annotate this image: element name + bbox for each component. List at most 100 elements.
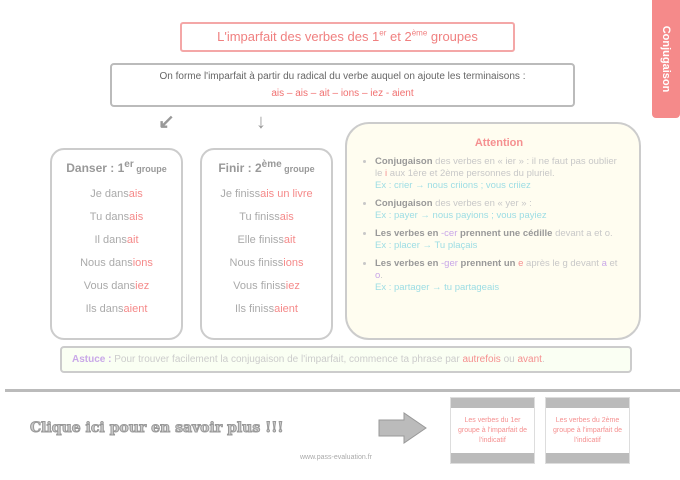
s: -cer [441, 228, 458, 239]
stem: Je finiss [220, 188, 261, 200]
example: Ex : crier → nous criions ; vous criiez [375, 180, 531, 191]
s: er [124, 159, 134, 170]
example: Ex : placer → Tu plaçais [375, 240, 478, 251]
stem: Tu finiss [239, 211, 280, 223]
t4: ème [411, 28, 428, 38]
divider [5, 389, 680, 392]
stem: Elle finiss [237, 234, 284, 246]
s: . [380, 270, 383, 281]
astuce-word: autrefois [462, 354, 501, 365]
s: des verbes en « ier » : il ne faut pas o… [375, 156, 617, 179]
stem: Vous finiss [233, 280, 286, 292]
conjugation-row: Tu dansais [52, 206, 181, 229]
example: Ex : partager → tu partageais [375, 282, 500, 293]
s: -ger [441, 258, 458, 269]
conjugation-row: Je finissais un livre [202, 183, 331, 206]
rule-text: On forme l'imparfait à partir du radical… [159, 71, 526, 82]
s: ème [261, 159, 282, 170]
ending: iez [135, 280, 150, 292]
stem: Vous dans [83, 280, 136, 292]
card-heading: Danser : 1er groupe [52, 160, 181, 177]
s: Les verbes en [375, 258, 442, 269]
tab-label: Conjugaison [660, 25, 672, 93]
s: groupe [281, 164, 315, 174]
arrow-down-icon: ↓ [256, 111, 266, 133]
attention-box: Attention Conjugaison des verbes en « ie… [345, 122, 641, 340]
t1: L'imparfait des verbes des 1 [217, 29, 380, 44]
s: devant a et o. [555, 228, 613, 239]
ending: ions [283, 257, 304, 269]
ending: ais [279, 211, 294, 223]
conjugation-row: Ils dansaient [52, 298, 181, 321]
conjugation-row: Tu finissais [202, 206, 331, 229]
ending: iez [285, 280, 300, 292]
learn-more-link[interactable]: Clique ici pour en savoir plus !!! [30, 420, 285, 437]
s: e [518, 258, 524, 269]
s: i [385, 168, 388, 179]
stem: Nous dans [80, 257, 133, 269]
s: Conjugaison [375, 156, 436, 167]
s: a [601, 258, 607, 269]
stem: Il dans [94, 234, 127, 246]
rule-box: On forme l'imparfait à partir du radical… [110, 63, 575, 107]
conjugation-row: Je dansais [52, 183, 181, 206]
page-title: L'imparfait des verbes des 1er et 2ème g… [180, 22, 515, 52]
s: . [541, 354, 545, 365]
attention-title: Attention [474, 137, 524, 149]
thumb-text: Les verbes du 2ème groupe à l'imparfait … [552, 417, 623, 444]
arrow-down-icon: ↙ [158, 111, 175, 133]
ending: ais [128, 188, 143, 200]
t3: et 2 [386, 29, 412, 44]
site-url: www.pass-evaluation.fr [300, 454, 372, 461]
complement: un livre [274, 188, 313, 200]
s: ou [500, 354, 518, 365]
astuce-box: Astuce : Pour trouver facilement la conj… [60, 346, 632, 373]
stem: Je dans [90, 188, 129, 200]
rule-ier: Conjugaison des verbes en « ier » : il n… [375, 156, 623, 192]
s: et [606, 258, 618, 269]
stem: Ils finiss [235, 303, 275, 315]
rule-endings: ais – ais – ait – ions – iez - aient [271, 88, 414, 99]
astuce-label: Astuce : [72, 354, 112, 365]
conjugation-row: Elle finissait [202, 229, 331, 252]
s: Les verbes en [375, 228, 442, 239]
conjugaison-tab: Conjugaison [652, 0, 680, 118]
thumb-text: Les verbes du 1er groupe à l'imparfait d… [457, 417, 528, 444]
card-heading: Finir : 2ème groupe [202, 160, 331, 177]
stem: Nous finiss [229, 257, 284, 269]
conjugation-row: Nous finissions [202, 252, 331, 275]
s: prennent un [457, 258, 519, 269]
conjugation-row: Vous dansiez [52, 275, 181, 298]
ending: ais [129, 211, 144, 223]
astuce-text: Pour trouver facilement la conjugaison d… [111, 354, 463, 365]
s: o [375, 270, 381, 281]
astuce-word: avant [517, 354, 542, 365]
s: prennent une cédille [457, 228, 556, 239]
rule-yer: Conjugaison des verbes en « yer » :Ex : … [375, 198, 623, 222]
example: Ex : payer → nous payions ; vous payiez [375, 210, 547, 221]
conjugation-row: Ils finissaient [202, 298, 331, 321]
arrow-right-icon[interactable] [378, 412, 428, 444]
ending: ait [126, 234, 139, 246]
thumbnail-2[interactable]: Les verbes du 2ème groupe à l'imparfait … [545, 397, 630, 464]
s: Finir : 2 [218, 161, 262, 175]
rule-cer: Les verbes en -cer prennent une cédille … [375, 228, 623, 252]
conjugation-row: Nous dansions [52, 252, 181, 275]
t2: er [379, 28, 387, 38]
stem: Ils dans [85, 303, 124, 315]
thumbnail-1[interactable]: Les verbes du 1er groupe à l'imparfait d… [450, 397, 535, 464]
ending: aient [274, 303, 298, 315]
ending: ais [260, 188, 275, 200]
conjugation-row: Il dansait [52, 229, 181, 252]
s: groupe [133, 164, 167, 174]
s: Danser : 1 [66, 161, 125, 175]
conjugation-row: Vous finissiez [202, 275, 331, 298]
s: après le g devant [523, 258, 602, 269]
t5: groupes [427, 29, 478, 44]
s: des verbes en « yer » : [432, 198, 532, 209]
stem: Tu dans [89, 211, 130, 223]
rule-ger: Les verbes en -ger prennent un e après l… [375, 258, 623, 294]
ending: aient [123, 303, 148, 315]
